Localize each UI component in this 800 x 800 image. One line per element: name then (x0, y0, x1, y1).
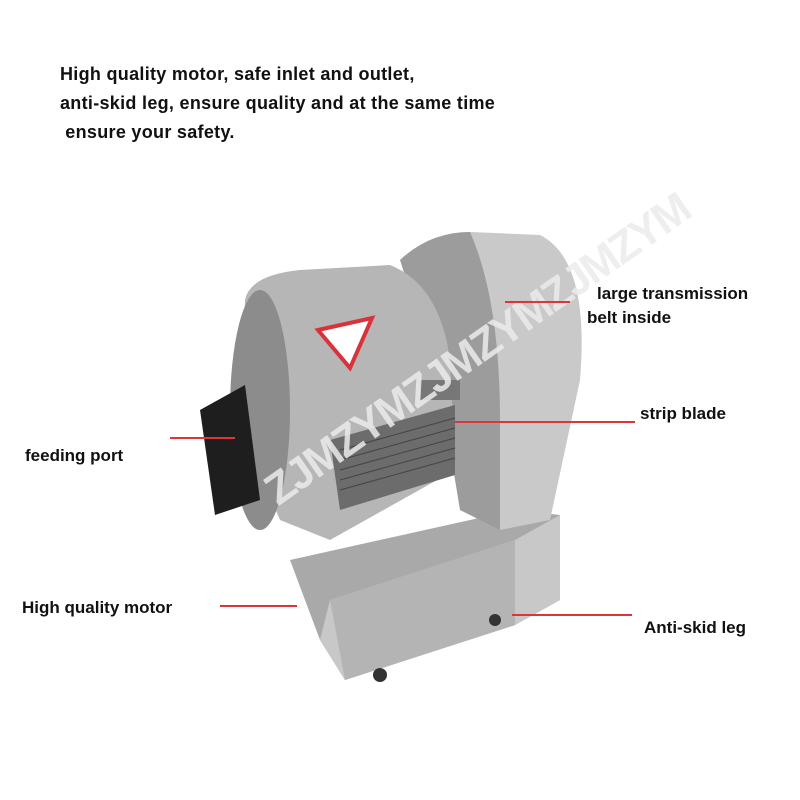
warning-label-icon (314, 315, 376, 372)
header-line-3: ensure your safety. (60, 122, 235, 142)
leg-callout-line (512, 614, 632, 616)
transmission-label-1: large transmission (597, 284, 749, 303)
transmission-label-2: belt inside (587, 308, 672, 327)
header-line-1: High quality motor, safe inlet and outle… (60, 64, 415, 84)
transmission-callout-line (505, 301, 570, 303)
header-line-2: anti-skid leg, ensure quality and at the… (60, 93, 496, 113)
leg-label: Anti-skid leg (644, 618, 747, 637)
strip-blade-label: strip blade (640, 404, 726, 423)
motor-label: High quality motor (22, 598, 173, 617)
feeding-port-callout-line (170, 437, 235, 439)
feeding-port-label: feeding port (25, 446, 124, 465)
strip-blade-callout-line (455, 421, 635, 423)
motor-callout-line (220, 605, 297, 607)
